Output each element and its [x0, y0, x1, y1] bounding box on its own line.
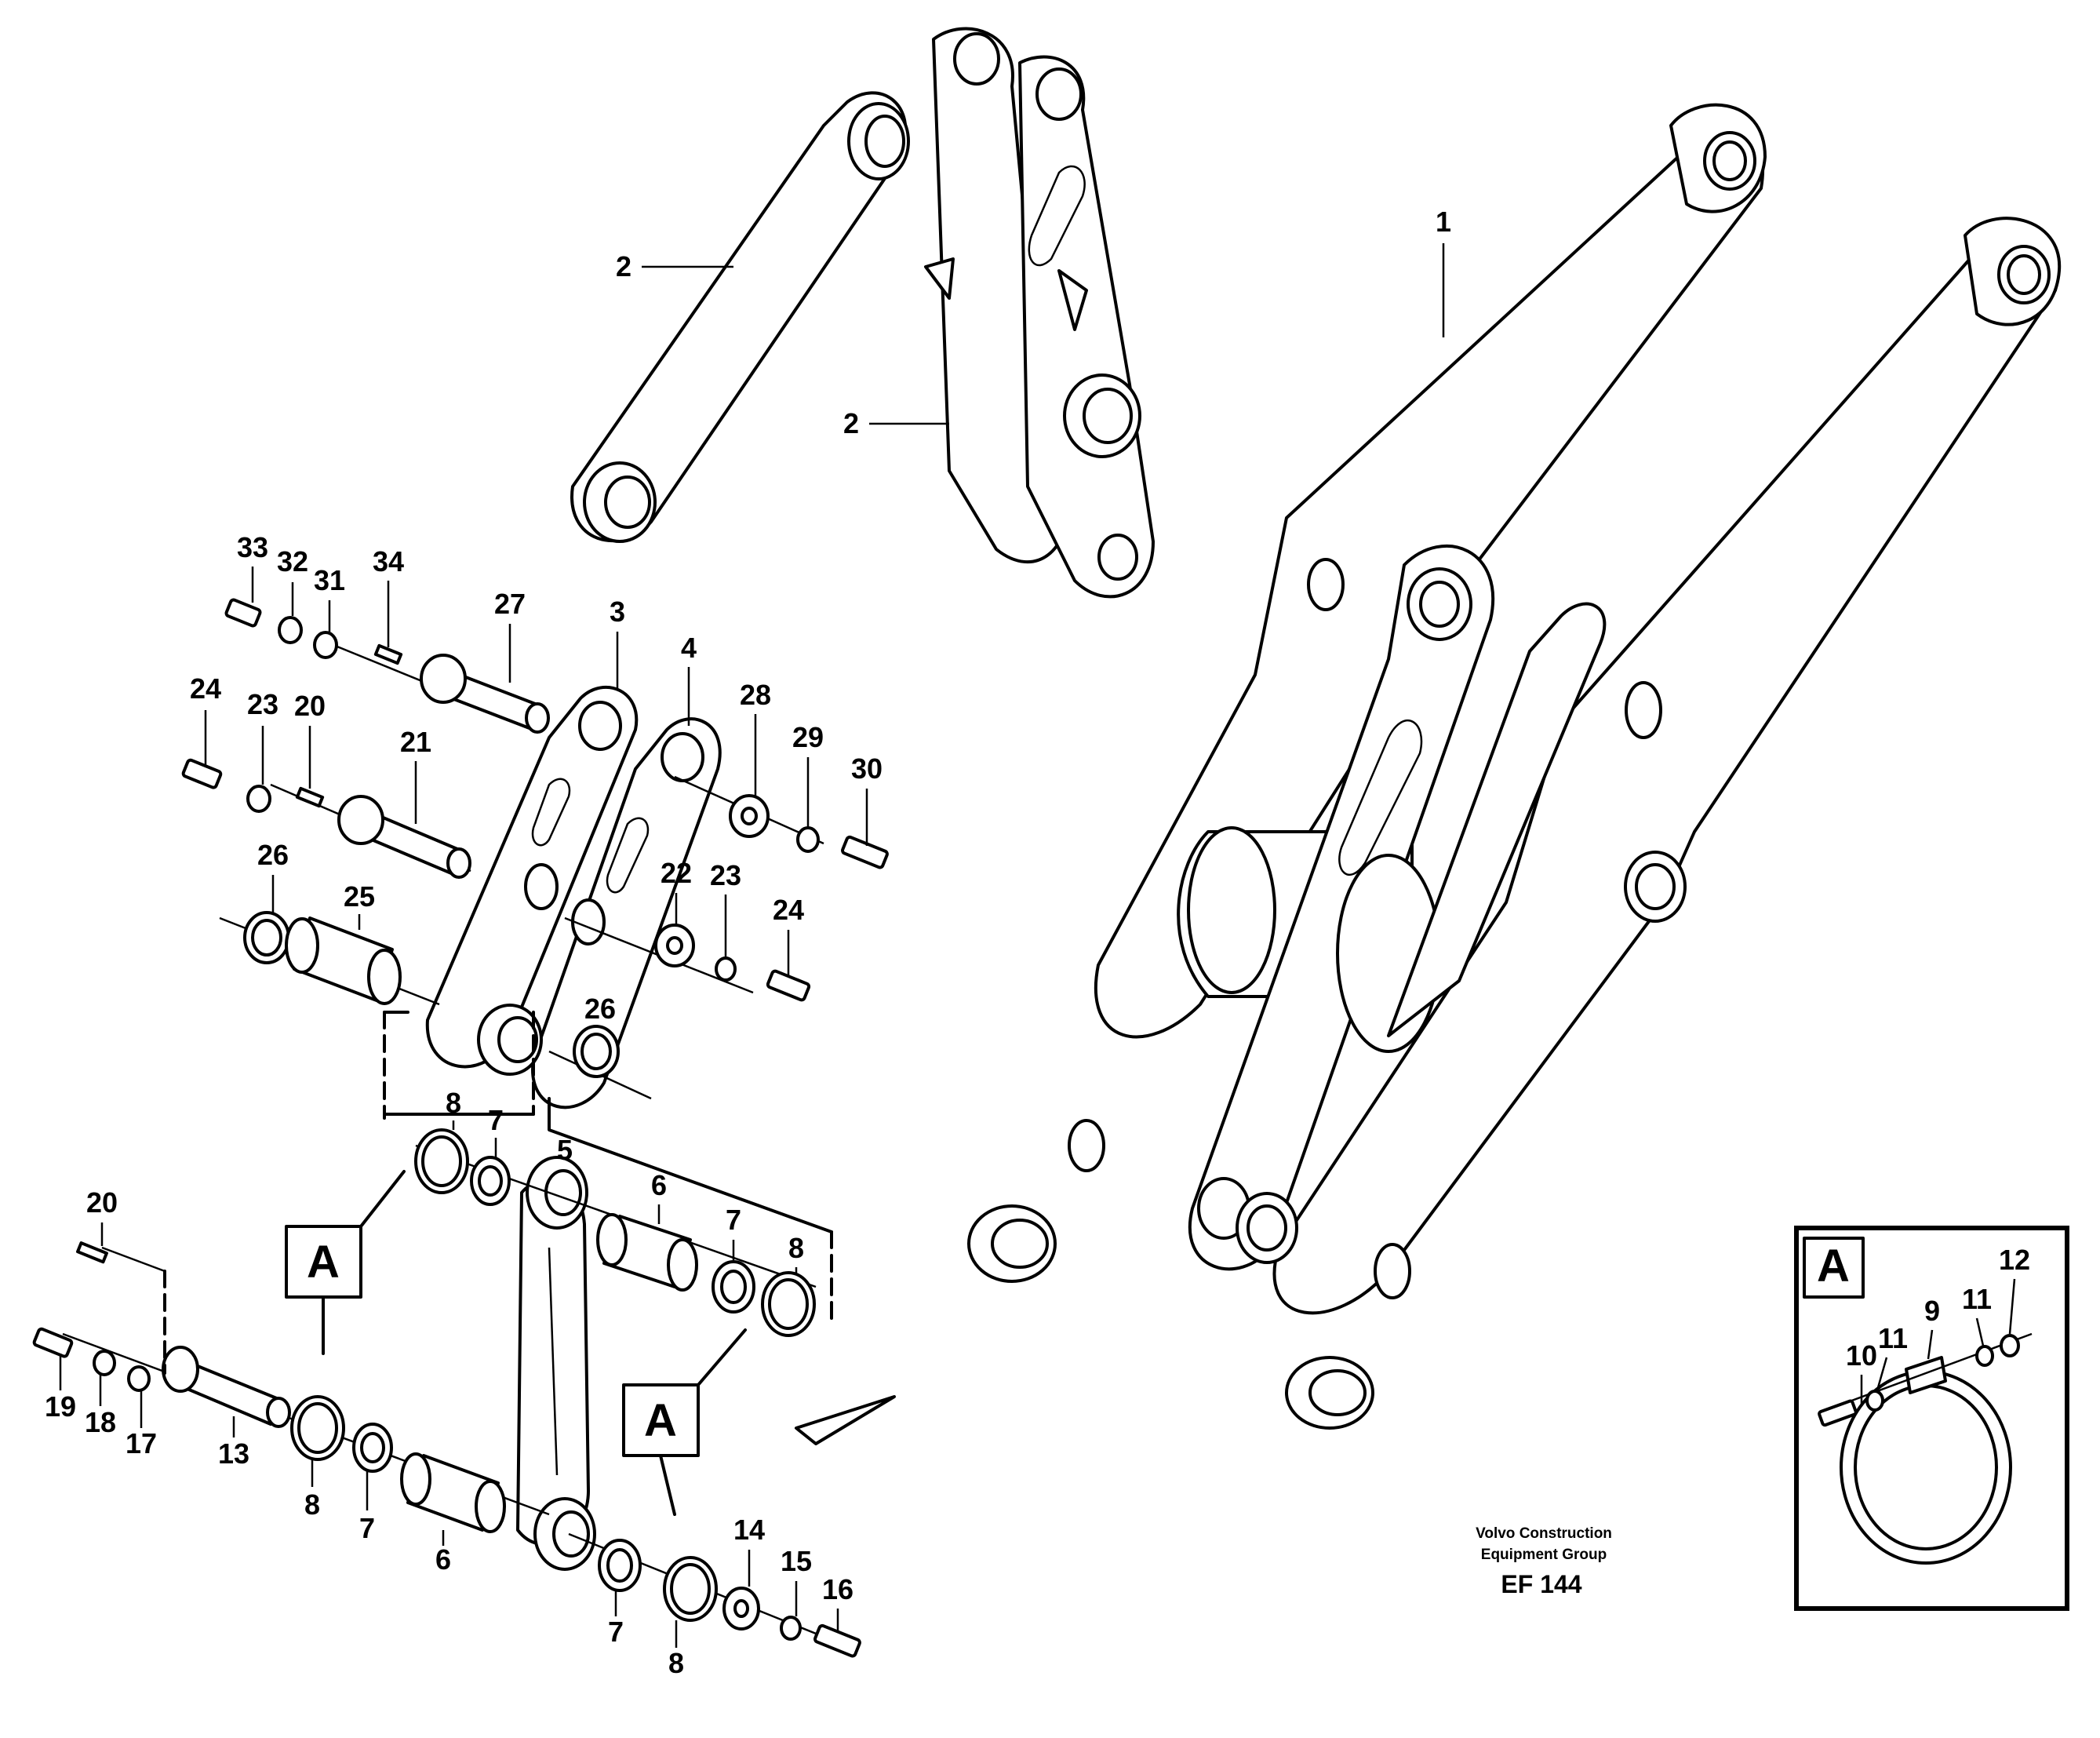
detail-callout-11-left: 11	[1878, 1322, 1908, 1354]
callout-22: 22	[661, 857, 692, 889]
callout-8-lower-right: 8	[668, 1647, 684, 1679]
figure-code: EF 144	[1501, 1570, 1581, 1598]
callout-17: 17	[126, 1427, 157, 1459]
callout-1: 1	[1436, 206, 1451, 238]
callout-13: 13	[218, 1437, 249, 1470]
callout-34: 34	[373, 545, 404, 578]
callout-26-upper: 26	[257, 839, 289, 871]
tilt-lever	[924, 27, 1155, 599]
detail-callout-12: 12	[1999, 1244, 2030, 1276]
callout-4: 4	[681, 632, 697, 664]
tilt-rod	[570, 91, 910, 543]
callout-25: 25	[344, 880, 375, 913]
publisher-credit: Volvo Construction Equipment Group EF 14…	[1476, 1525, 1612, 1598]
callout-8-upper-right: 8	[788, 1232, 804, 1264]
callout-7-upper-left: 7	[488, 1104, 504, 1136]
callout-33: 33	[237, 531, 268, 563]
callout-8-lower-left: 8	[304, 1488, 320, 1521]
hardware	[32, 598, 889, 1658]
detail-ref-a-1: A	[285, 1170, 406, 1355]
callout-5: 5	[557, 1134, 573, 1166]
link-plates	[425, 685, 722, 1109]
callout-2-rod: 2	[616, 250, 631, 282]
callout-30: 30	[851, 752, 883, 785]
callout-24-lower: 24	[773, 894, 804, 926]
detail-callout-10: 10	[1846, 1339, 1877, 1372]
detail-a-inset: A 10 11 9 11 12	[1794, 1226, 2069, 1611]
callout-20-lower: 20	[86, 1186, 118, 1219]
detail-callout-9: 9	[1924, 1295, 1940, 1327]
callout-3: 3	[610, 596, 625, 628]
callout-2-lever: 2	[843, 407, 859, 439]
detail-ref-a-2: A	[622, 1328, 747, 1516]
callout-8-upper-left: 8	[446, 1087, 461, 1119]
callout-6-upper: 6	[651, 1169, 667, 1201]
callout-23-lower: 23	[710, 859, 741, 891]
lift-arm-assembly	[967, 103, 2062, 1430]
callout-31: 31	[314, 564, 345, 596]
svg-text:A: A	[644, 1395, 677, 1446]
callout-15: 15	[781, 1545, 812, 1577]
svg-text:Equipment Group: Equipment Group	[1481, 1547, 1607, 1563]
callout-24-upper: 24	[190, 672, 221, 705]
callout-20-upper: 20	[294, 690, 326, 722]
callout-labels: 1 2 2 3 4 5 6 6 7 7 7 7 8 8 8 8 13	[45, 206, 1451, 1679]
callout-23-upper: 23	[247, 688, 278, 720]
callout-27: 27	[494, 588, 526, 620]
callout-7-upper-right: 7	[726, 1204, 741, 1236]
callout-26-lower: 26	[584, 993, 616, 1025]
callout-7-lower-left: 7	[359, 1512, 375, 1544]
detail-callout-11-right: 11	[1962, 1283, 1992, 1315]
callout-16: 16	[822, 1573, 853, 1605]
callout-21: 21	[400, 726, 431, 758]
callout-32: 32	[277, 545, 308, 578]
callout-28: 28	[740, 679, 771, 711]
svg-text:A: A	[1817, 1241, 1850, 1292]
callout-14: 14	[733, 1514, 765, 1546]
callout-6-lower: 6	[435, 1543, 451, 1576]
callout-18: 18	[85, 1406, 116, 1438]
svg-text:Volvo Construction: Volvo Construction	[1476, 1525, 1612, 1542]
assembly-bracket	[163, 1011, 833, 1375]
callout-29: 29	[792, 721, 824, 753]
callout-19: 19	[45, 1390, 76, 1423]
connecting-rod	[516, 1156, 596, 1571]
callout-7-lower-right: 7	[608, 1616, 624, 1648]
svg-text:A: A	[307, 1237, 340, 1288]
direction-arrow	[795, 1395, 896, 1445]
